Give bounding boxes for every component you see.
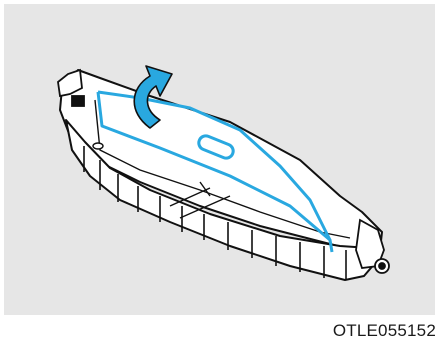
tray-body [60, 70, 382, 280]
right-end-bracket [356, 220, 389, 273]
figure-code: OTLE055152 [333, 321, 436, 341]
